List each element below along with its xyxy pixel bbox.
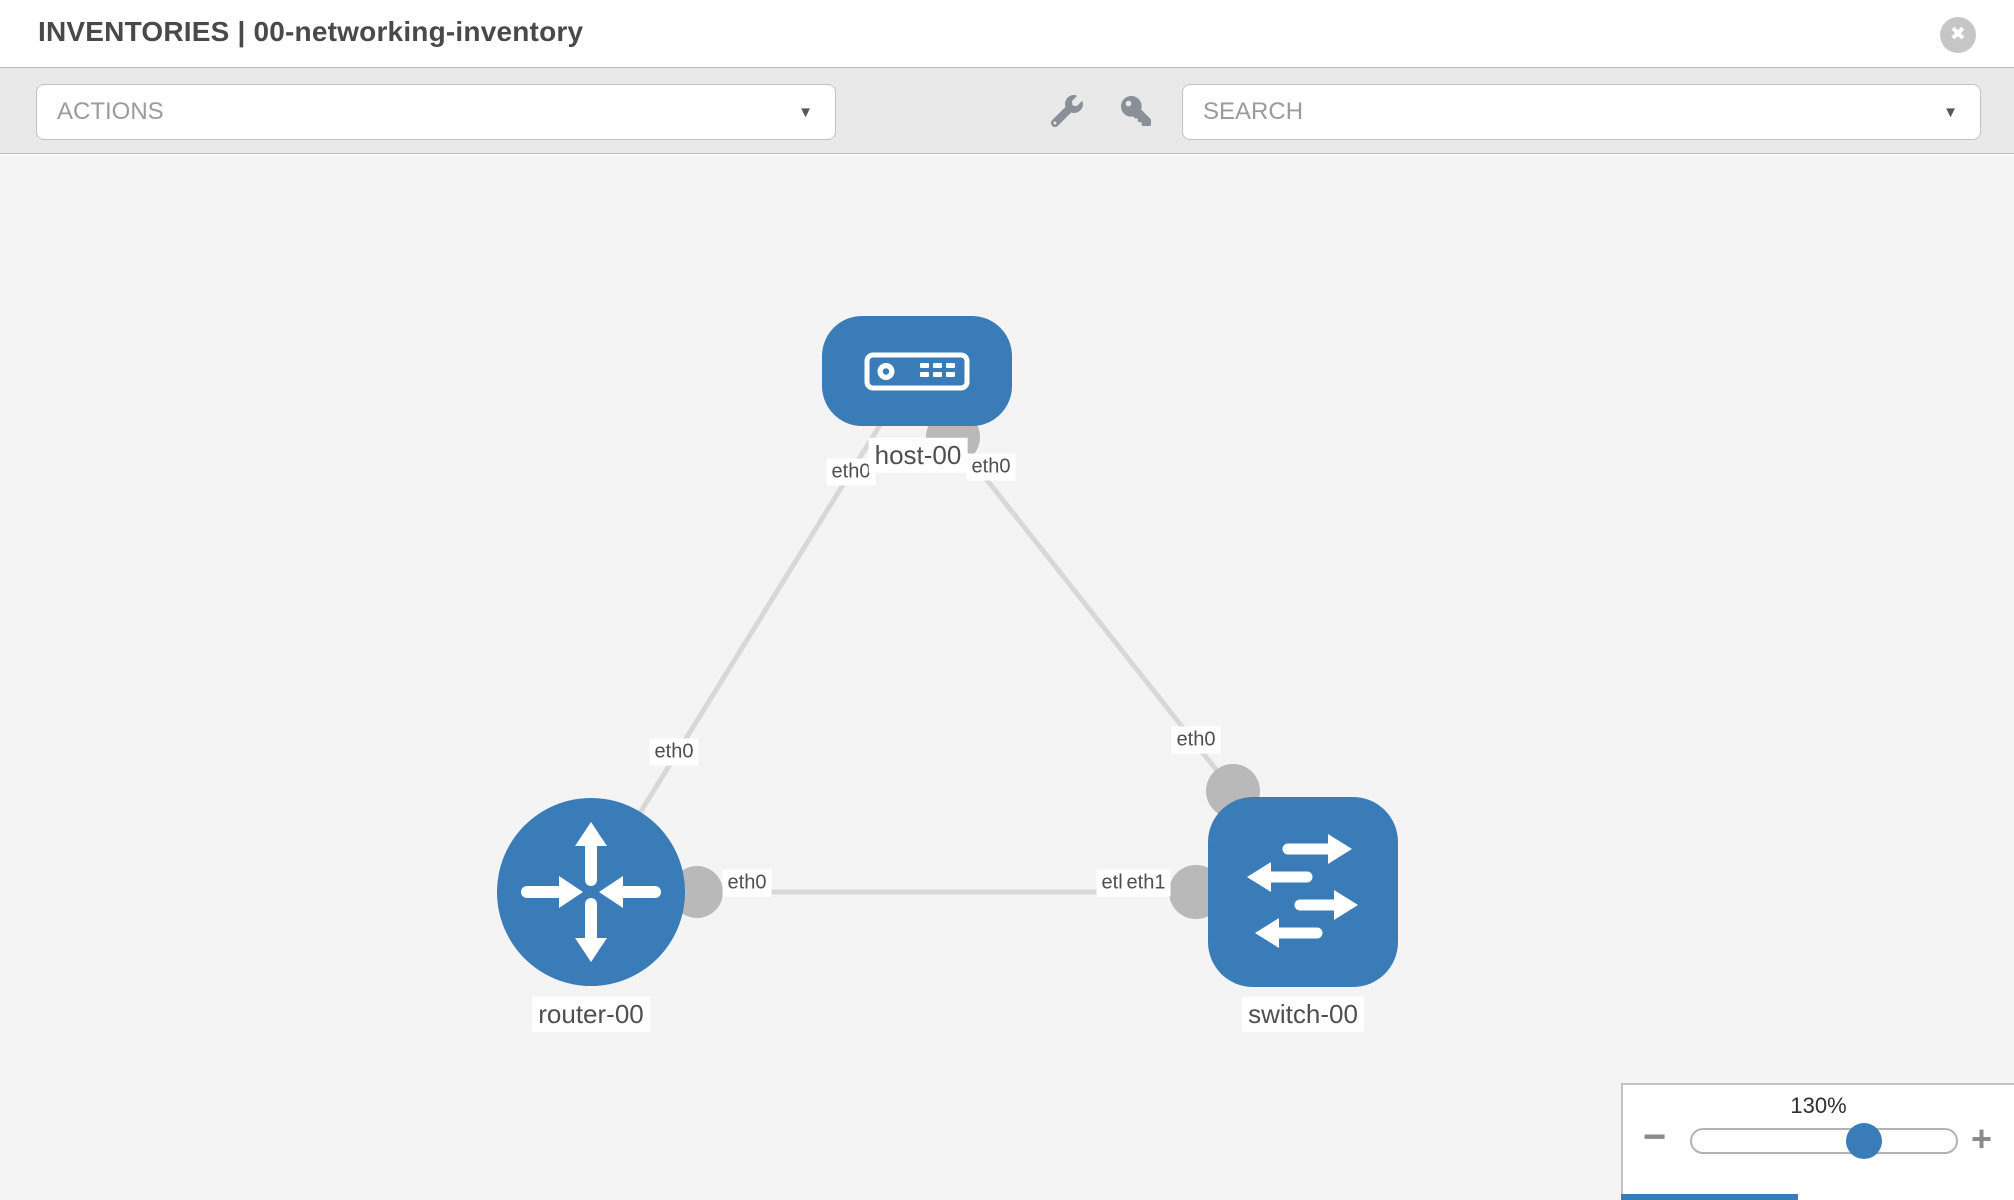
zoom-slider-handle[interactable] xyxy=(1846,1123,1882,1159)
interface-label-eth0: eth0 xyxy=(649,738,699,766)
node-label-router-00: router-00 xyxy=(532,996,650,1032)
header: INVENTORIES | 00-networking-inventory ✖ xyxy=(0,0,2014,66)
key-icon xyxy=(1121,95,1151,129)
actions-dropdown-label: ACTIONS xyxy=(57,98,164,125)
topology-canvas[interactable]: eth0 eth0 eth0 eth0 eth0 eth1 eth1 host-… xyxy=(0,155,2014,1200)
page-title: INVENTORIES | 00-networking-inventory xyxy=(38,16,584,47)
chevron-down-icon: ▼ xyxy=(1943,103,1958,121)
search-dropdown[interactable]: SEARCH ▼ xyxy=(1182,84,1981,140)
configure-network-button[interactable] xyxy=(1041,84,1093,140)
search-placeholder: SEARCH xyxy=(1203,98,1304,125)
node-label-switch-00: switch-00 xyxy=(1242,996,1364,1032)
node-router-00[interactable] xyxy=(497,798,685,986)
zoom-in-button[interactable]: + xyxy=(1971,1118,1992,1160)
interface-label-eth0: eth0 xyxy=(826,458,876,486)
zoom-level: 130% xyxy=(1790,1093,1847,1118)
chevron-down-icon: ▼ xyxy=(798,103,813,121)
switch-icon xyxy=(1247,834,1358,948)
interface-label-eth0: eth0 xyxy=(722,869,772,897)
interface-label-eth1: eth1 xyxy=(1121,869,1171,897)
router-icon xyxy=(521,822,661,962)
host-icon xyxy=(864,352,970,391)
network-graph xyxy=(497,316,1398,987)
plus-icon: + xyxy=(1971,1118,1993,1159)
node-switch-00[interactable] xyxy=(1208,797,1398,987)
close-button[interactable]: ✖ xyxy=(1940,17,1976,53)
wrench-icon xyxy=(1050,94,1083,130)
node-label-host-00: host-00 xyxy=(868,437,968,473)
credentials-button[interactable] xyxy=(1110,84,1162,140)
close-icon: ✖ xyxy=(1950,24,1966,45)
minus-icon: − xyxy=(1643,1115,1667,1159)
zoom-panel: 130% − + xyxy=(1621,1083,2014,1200)
zoom-slider[interactable] xyxy=(1690,1123,1958,1159)
interface-label-eth0: eth0 xyxy=(1171,726,1221,754)
node-host-00[interactable] xyxy=(822,316,1012,426)
bottom-panel-edge xyxy=(1621,1194,1798,1200)
interface-label-eth0: eth0 xyxy=(966,453,1016,481)
actions-dropdown[interactable]: ACTIONS ▼ xyxy=(36,84,836,140)
zoom-out-button[interactable]: − xyxy=(1643,1115,1666,1160)
toolbar: ACTIONS ▼ SEARCH ▼ xyxy=(0,67,2014,154)
